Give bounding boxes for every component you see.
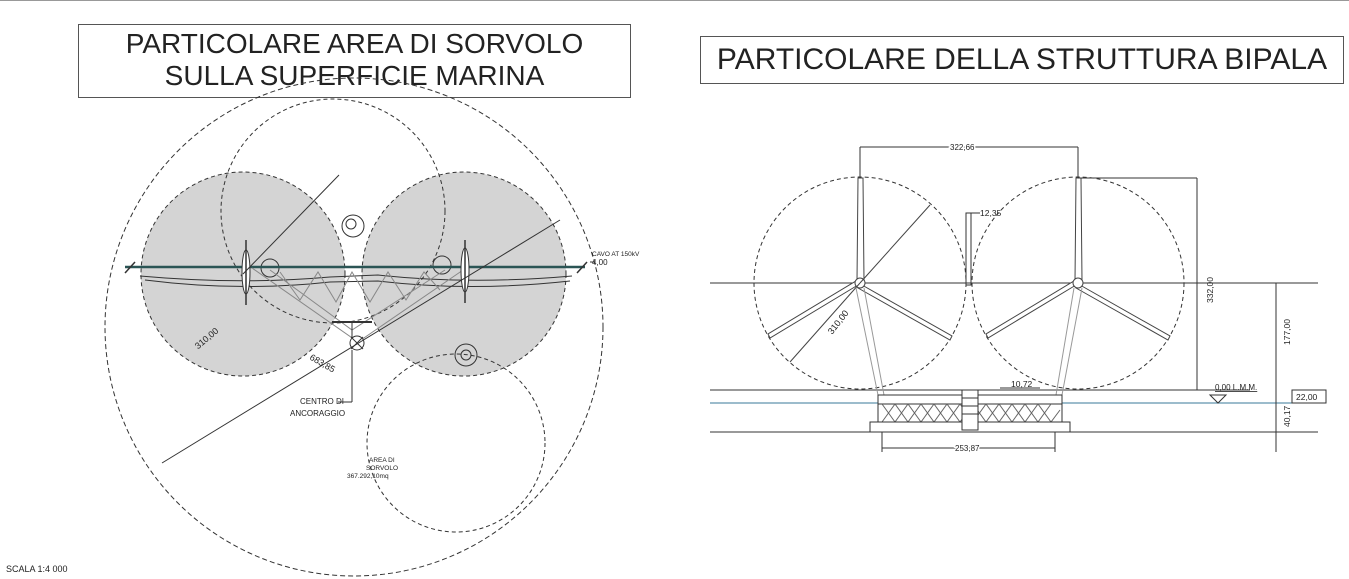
small-circle-2-inner (460, 349, 472, 361)
platform-hull-lower (144, 279, 571, 288)
scale-label: SCALA 1:4 000 (6, 564, 68, 574)
elevation-title: PARTICOLARE DELLA STRUTTURA BIPALA (716, 43, 1328, 76)
cable-value-label: 4,00 (592, 258, 608, 267)
plan-title-box: PARTICOLARE AREA DI SORVOLO SULLA SUPERF… (78, 24, 631, 98)
elevation-radius-label: 310,00 (826, 308, 851, 336)
cable-break-right (576, 261, 588, 274)
outer-radius-dim-line (161, 219, 561, 464)
anchor-cross-b (350, 336, 364, 350)
draft-above-label: 22,00 (1296, 392, 1318, 402)
floating-platform (869, 389, 1071, 433)
tip-clearance-label: 12,35 (980, 208, 1002, 218)
anchor-label-line1: CENTRO DI (300, 397, 344, 406)
sea-level-triangle (1208, 394, 1228, 404)
area-label-line1: AREA DI (369, 457, 395, 464)
rotor-spacing-label: 322,66 (950, 143, 975, 152)
outer-overflight-circle (104, 77, 604, 577)
total-height-label: 332,00 (1205, 277, 1215, 303)
elevation-title-box: PARTICOLARE DELLA STRUTTURA BIPALA (700, 36, 1344, 84)
plan-title-line1: PARTICOLARE AREA DI SORVOLO (125, 28, 584, 59)
small-circle-1-inner (345, 218, 357, 230)
elevation-view (710, 146, 1327, 452)
draft-below-label: 40,17 (1282, 405, 1292, 427)
base-width-label: 253,87 (955, 444, 980, 453)
radius-dim-line (242, 174, 340, 275)
rotor-blades-left (767, 177, 953, 363)
anchor-label-line2: ANCORAGGIO (290, 409, 345, 418)
towers (855, 287, 1083, 396)
cable-break-left (124, 261, 136, 274)
platform-top-label: 10,72 (1011, 379, 1033, 389)
rotor-blades-right (985, 177, 1171, 341)
draft-label-box (1291, 389, 1327, 404)
area-label-line2: SORVOLO (366, 465, 398, 472)
cable-label: CAVO AT 150kV (592, 251, 640, 258)
small-circle-2 (454, 343, 478, 367)
area-label-line3: 367.292,10mq (347, 473, 389, 480)
tip-clearance-marker (965, 212, 972, 286)
hub-circle-right (432, 255, 452, 275)
sea-level-label: 0,00 L.M.M. (1215, 383, 1257, 392)
small-circle-1 (341, 214, 365, 238)
rotation-circle-bottom (366, 353, 546, 533)
plan-title-line2: SULLA SUPERFICIE MARINA (164, 60, 545, 91)
hub-height-label: 177,00 (1282, 319, 1292, 345)
plan-view (104, 77, 604, 577)
sheet-frame-top (0, 0, 1349, 1)
